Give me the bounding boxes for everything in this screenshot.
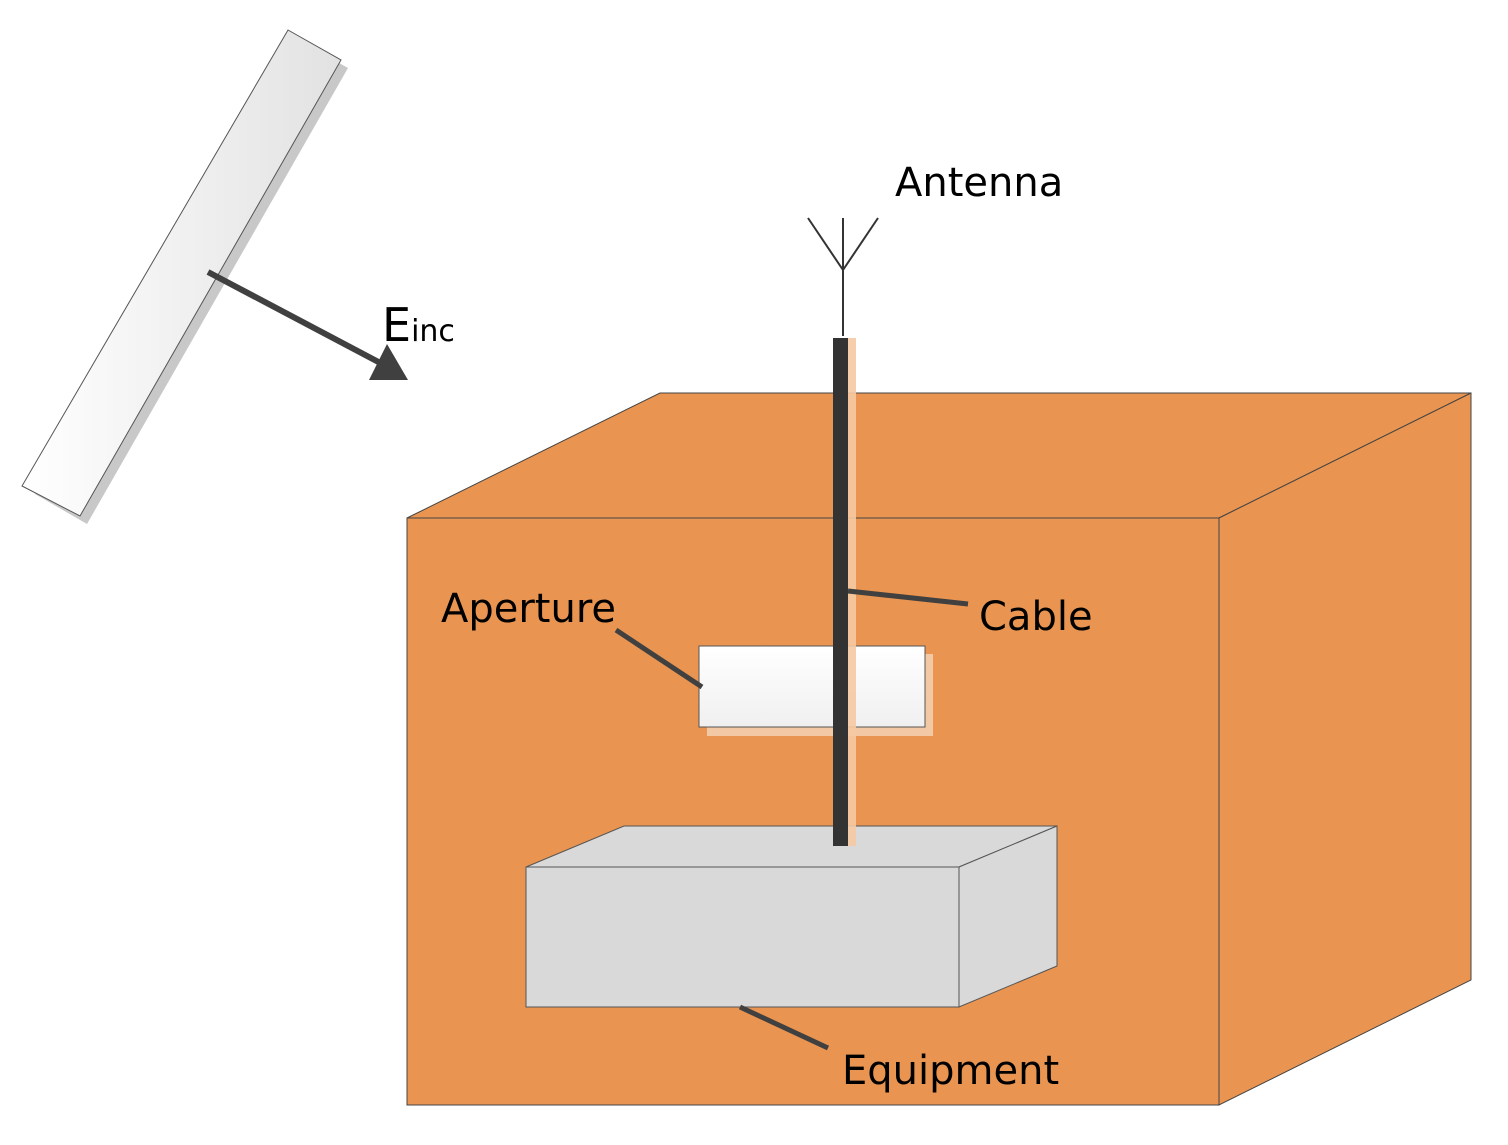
cable-label: Cable (979, 594, 1093, 640)
source-plate (21, 29, 348, 524)
enclosure-side-face (1218, 392, 1472, 1106)
aperture-leader (614, 627, 704, 690)
antenna-icon (807, 217, 879, 336)
equipment (525, 825, 1058, 1008)
equipment-label: Equipment (842, 1048, 1059, 1094)
cable-leader (847, 588, 969, 607)
equipment-leader (738, 1004, 830, 1051)
aperture (698, 645, 933, 736)
aperture-label: Aperture (441, 586, 616, 632)
antenna-label: Antenna (895, 160, 1063, 206)
enclosure (406, 392, 1472, 1106)
e-inc-arrow (206, 269, 408, 380)
e-inc-label: Einc (382, 298, 455, 352)
